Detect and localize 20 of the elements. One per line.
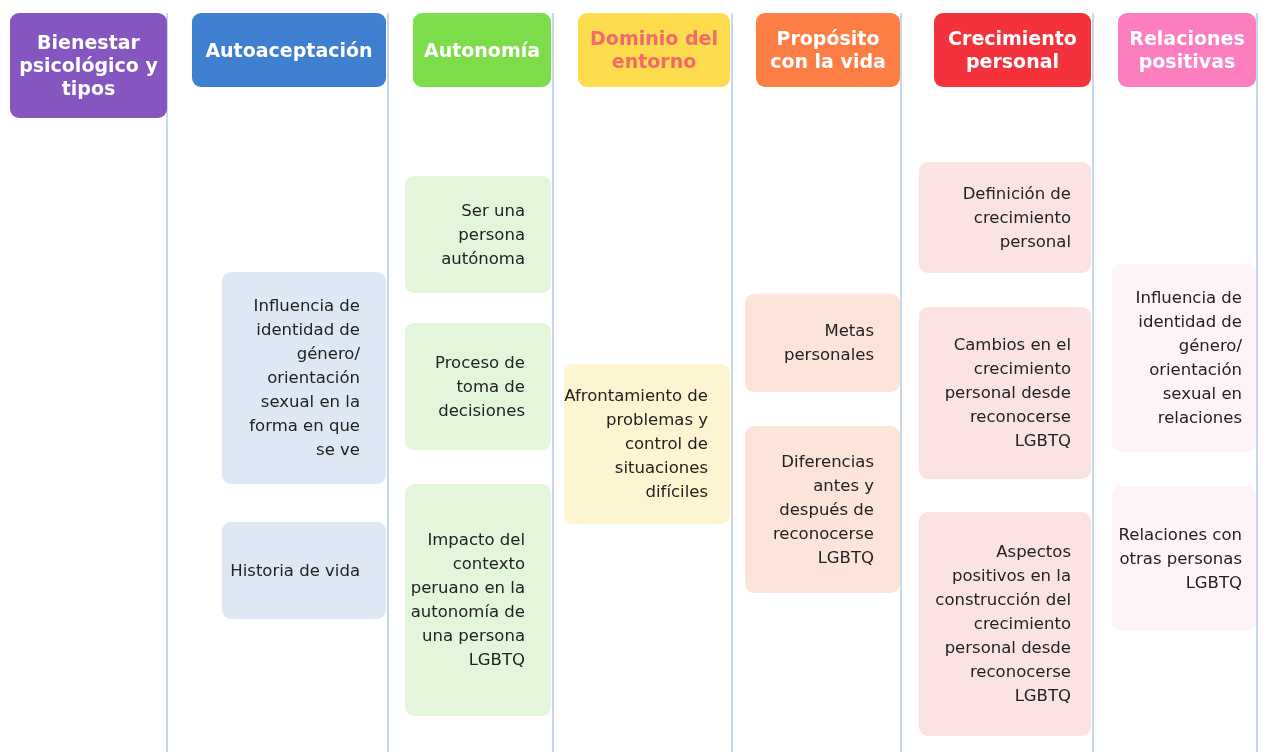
column-header: Autoaceptación — [192, 13, 386, 87]
topic-card: Historia de vida — [222, 522, 386, 619]
topic-card: Aspectos positivos en la construcción del crecimiento personal desde reconocerse LGBTQ — [919, 512, 1091, 736]
column-header: Autonomía — [413, 13, 551, 87]
column-header: Crecimiento personal — [934, 13, 1091, 87]
column-header: Relaciones positivas — [1118, 13, 1256, 87]
topic-card: Definición de crecimiento personal — [919, 162, 1091, 273]
column-header: Bienestar psicológico y tipos — [10, 13, 167, 118]
column-header: Dominio del entorno — [578, 13, 730, 87]
column-header: Propósito con la vida — [756, 13, 900, 87]
topic-card: Cambios en el crecimiento personal desde reconocerse LGBTQ — [919, 307, 1091, 479]
topic-card: Metas personales — [745, 294, 900, 392]
topic-card: Proceso de toma de decisiones — [405, 323, 551, 450]
topic-card: Influencia de identidad de género/ orientación sexual en relaciones — [1112, 264, 1256, 452]
topic-card: Relaciones con otras personas LGBTQ — [1112, 486, 1256, 631]
topic-card: Diferencias antes y después de reconocerse LGBTQ — [745, 426, 900, 593]
topic-card: Ser una persona autónoma — [405, 176, 551, 293]
topic-card: Impacto del contexto peruano en la autonomía de una persona LGBTQ — [405, 484, 551, 716]
topic-card: Afrontamiento de problemas y control de situaciones difíciles — [564, 364, 730, 524]
topic-card: Influencia de identidad de género/ orientación sexual en la forma en que se ve — [222, 272, 386, 484]
